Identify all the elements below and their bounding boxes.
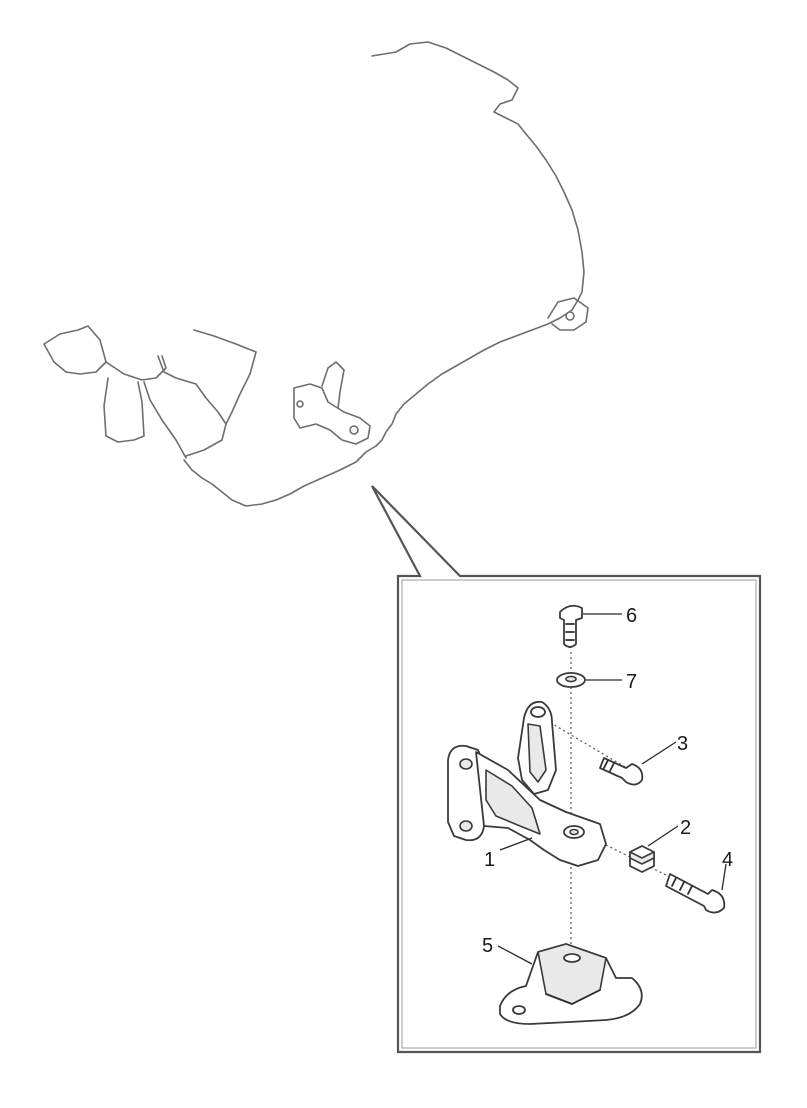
callout-label-1: 1 [484, 849, 495, 871]
callout-label-5: 5 [482, 935, 493, 957]
nut-part-2 [629, 845, 655, 873]
rubber-mount-part-5 [499, 943, 643, 1025]
washer-part-7 [556, 672, 586, 688]
callout-label-6: 6 [626, 605, 637, 627]
mounting-bracket-part-1 [447, 700, 607, 867]
detail-callout-frame [371, 485, 762, 1054]
callout-label-7: 7 [626, 671, 637, 693]
bolt-axis-line-upper [545, 719, 631, 771]
bolt-part-4 [665, 873, 726, 914]
callout-label-4: 4 [722, 849, 733, 871]
callout-label-2: 2 [680, 817, 691, 839]
leader-lines [497, 613, 727, 965]
bolt-part-3 [599, 757, 644, 786]
callout-label-3: 3 [677, 733, 688, 755]
engine-overview-outline [43, 41, 589, 507]
bolt-part-6 [559, 604, 583, 648]
